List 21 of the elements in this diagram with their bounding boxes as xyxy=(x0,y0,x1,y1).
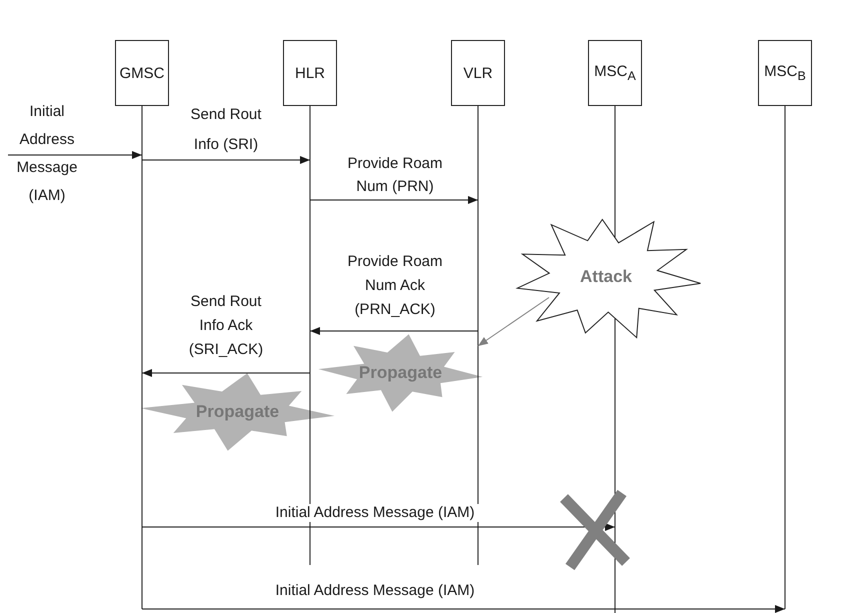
message-arrow xyxy=(142,156,310,164)
message-arrow xyxy=(142,523,616,531)
lifeline-label: GMSC xyxy=(120,64,164,82)
message-arrow xyxy=(142,605,786,613)
lifeline xyxy=(451,40,505,390)
message-arrow xyxy=(310,327,478,335)
lifeline xyxy=(758,40,812,609)
edge-label: Initial Address Message (IAM) xyxy=(16,102,78,206)
lifeline xyxy=(115,40,169,609)
message-arrow xyxy=(142,369,310,377)
burst-label: Propagate xyxy=(358,363,442,383)
lifeline xyxy=(283,40,337,390)
edge-label: Send Rout Info (SRI) xyxy=(190,105,262,155)
lifeline-label: HLR xyxy=(294,64,325,82)
lifeline-label: MSC$_{A}$ xyxy=(594,63,636,83)
burst-label: Attack xyxy=(580,267,632,287)
message-arrow xyxy=(8,151,142,159)
burst-label: Propagate xyxy=(196,402,280,422)
lifeline-label: VLR xyxy=(463,64,493,82)
message-arrow xyxy=(310,196,478,204)
lifeline-label: MSC$_{B}$ xyxy=(764,63,806,83)
